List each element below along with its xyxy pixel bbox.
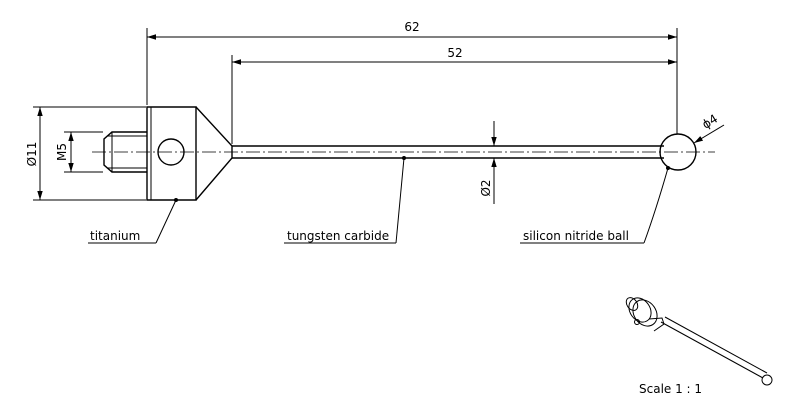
material-titanium-label: titanium — [90, 229, 140, 243]
cross-hole — [157, 138, 185, 166]
threaded-shank — [103, 131, 147, 173]
material-stem-label: tungsten carbide — [287, 229, 389, 243]
ruby-ball — [659, 133, 697, 171]
dimension-stem-diameter: Ø2 — [479, 121, 497, 204]
titanium-body — [146, 106, 233, 201]
stem-length-label: 52 — [447, 46, 462, 60]
dimension-ball-diameter: ϕ4 — [693, 112, 725, 144]
isometric-view — [625, 297, 773, 386]
body-diameter-label: Ø11 — [25, 142, 39, 167]
leader-titanium: titanium — [88, 198, 178, 244]
isometric-ball — [761, 374, 773, 386]
dimension-body-diameter: Ø11 — [25, 106, 146, 201]
material-ball-label: silicon nitride ball — [523, 229, 629, 243]
dimension-overall-length: 62 — [146, 20, 678, 134]
stem — [231, 145, 664, 159]
scale-label: Scale 1 : 1 — [639, 382, 702, 396]
stem-diameter-label: Ø2 — [479, 179, 493, 196]
dimension-stem-length: 52 — [231, 46, 677, 144]
leader-stem: tungsten carbide — [284, 156, 406, 244]
leader-ball: silicon nitride ball — [520, 166, 670, 244]
ball-diameter-label: ϕ4 — [700, 112, 721, 132]
overall-length-label: 62 — [404, 20, 419, 34]
dimension-thread: M5 — [55, 131, 103, 173]
thread-label: M5 — [55, 143, 69, 161]
